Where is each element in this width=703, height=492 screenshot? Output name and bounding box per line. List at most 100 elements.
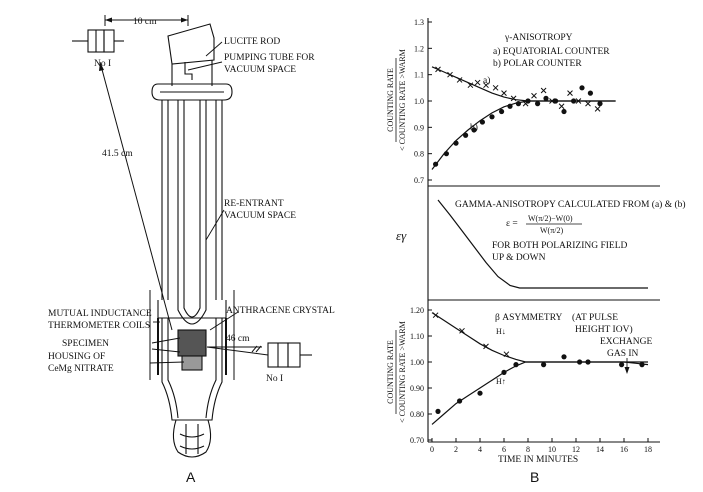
data-point-x <box>459 327 465 334</box>
bottom-ylabel-num: COUNTING RATE <box>386 340 395 404</box>
x-tick-label: 0 <box>430 445 434 454</box>
label-specimen: SPECIMEN <box>62 339 109 349</box>
label-46cm: 46 cm <box>226 334 250 344</box>
x-tick-label: 6 <box>502 445 506 454</box>
outer-dewar-wall <box>161 100 223 300</box>
label-housing-1: HOUSING OF <box>48 352 105 362</box>
apparatus-labels: 10 cm LUCITE ROD PUMPING TUBE FOR VACUUM… <box>48 17 335 485</box>
apparatus-diagram <box>72 15 312 458</box>
panel-letter-a: A <box>186 469 196 485</box>
bottom-pulse-2: HEIGHT IOV) <box>575 324 633 335</box>
y-tick-label: 0.70 <box>410 436 424 445</box>
x-tick-label: 10 <box>548 445 556 454</box>
counter-right <box>267 342 312 368</box>
data-point-x <box>585 100 591 107</box>
dewar-bulb <box>172 419 212 458</box>
middle-formula-lhs: ε = <box>506 219 518 229</box>
x-tick-label: 4 <box>478 445 482 454</box>
data-point-dot <box>463 132 469 138</box>
bottom-title: β ASYMMETRY <box>495 313 563 323</box>
pumping-tube <box>184 62 193 80</box>
x-tick-label: 16 <box>620 445 628 454</box>
y-tick-label: 0.8 <box>414 150 424 159</box>
middle-formula-num: W(π/2)−W(0) <box>528 214 573 223</box>
data-point-x <box>503 351 510 358</box>
bottom-panel-text: β ASYMMETRY (AT PULSE HEIGHT IOV) EXCHAN… <box>386 312 652 485</box>
label-mutual-2: THERMOMETER COILS <box>48 321 150 331</box>
data-point-x <box>432 312 439 319</box>
top-ylabel-den: < COUNTING RATE >WARM <box>398 49 407 151</box>
label-pumping-tube-2: VACUUM SPACE <box>224 65 296 75</box>
y-tick-label: 1.00 <box>410 358 424 367</box>
data-point-dot <box>489 114 495 120</box>
data-point-x <box>501 90 507 96</box>
y-tick-label: 1.20 <box>410 306 424 315</box>
top-legend-b: b) POLAR COUNTER <box>493 58 582 69</box>
dewar-cap <box>151 83 233 101</box>
specimen-block <box>177 329 207 357</box>
data-point-dot <box>443 151 449 157</box>
label-counter-right: No I <box>266 374 283 384</box>
top-legend-a: a) EQUATORIAL COUNTER <box>493 46 610 57</box>
middle-series <box>437 199 648 289</box>
series-curve <box>431 66 616 102</box>
top-ylabel-num: COUNTING RATE <box>386 68 395 132</box>
data-point-dot <box>561 108 567 115</box>
h-down-label: H↓ <box>496 327 506 336</box>
bottom-ylabel-den: < COUNTING RATE >WARM <box>398 321 407 423</box>
data-point-dot <box>587 90 594 96</box>
data-point-x <box>456 77 463 83</box>
label-housing-2: CeMg NITRATE <box>48 364 114 374</box>
label-pumping-tube-1: PUMPING TUBE FOR <box>224 53 315 63</box>
middle-ylabel: εγ <box>396 228 407 243</box>
data-point-x <box>594 106 601 112</box>
counter-left <box>72 29 124 53</box>
data-point-x <box>447 71 453 78</box>
label-10cm: 10 cm <box>133 17 157 27</box>
bottom-exchange-1: EXCHANGE <box>600 337 652 347</box>
middle-panel-text: GAMMA-ANISOTROPY CALCULATED FROM (a) & (… <box>396 199 686 263</box>
data-point-dot <box>477 390 483 396</box>
data-point-dot <box>435 408 441 414</box>
middle-note-1: FOR BOTH POLARIZING FIELD <box>492 241 628 251</box>
y-tick-label: 0.7 <box>414 176 424 185</box>
data-point-x <box>558 103 565 110</box>
x-axis-label: TIME IN MINUTES <box>498 455 578 465</box>
reentrant-vacuum-wall <box>177 100 207 325</box>
data-point-dot <box>639 362 645 368</box>
top-series <box>431 66 616 170</box>
data-point-x <box>483 82 489 89</box>
h-up-label: H↑ <box>496 377 506 386</box>
data-point-dot <box>597 101 603 107</box>
exchange-arrowhead <box>624 367 630 374</box>
data-point-x <box>474 79 481 86</box>
top-ylabel: COUNTING RATE < COUNTING RATE >WARM <box>386 49 407 151</box>
epsilon-curve <box>437 199 648 289</box>
label-mutual-1: MUTUAL INDUCTANCE <box>48 309 152 319</box>
x-tick-label: 2 <box>454 445 458 454</box>
bottom-pulse-1: (AT PULSE <box>572 312 618 323</box>
data-point-x <box>435 66 441 73</box>
data-point-x <box>540 87 547 94</box>
y-tick-label: 1.1 <box>414 71 424 80</box>
middle-title: GAMMA-ANISOTROPY CALCULATED FROM (a) & (… <box>455 199 686 210</box>
label-lucite-rod: LUCITE ROD <box>224 37 280 47</box>
x-tick-label: 8 <box>526 445 530 454</box>
data-point-dot <box>535 101 541 107</box>
x-tick-label: 12 <box>572 445 580 454</box>
label-anthracene: ANTHRACENE CRYSTAL <box>226 306 335 316</box>
data-point-dot <box>515 101 522 107</box>
data-point-dot <box>499 108 505 115</box>
y-tick-label: 1.3 <box>414 18 424 27</box>
y-tick-label: 1.0 <box>414 97 424 106</box>
x-tick-label: 18 <box>644 445 652 454</box>
y-tick-label: 1.2 <box>414 44 424 53</box>
label-reentrant-2: VACUUM SPACE <box>224 211 296 221</box>
data-point-x <box>467 82 474 89</box>
dimension-line-41cm <box>99 61 173 331</box>
label-reentrant-1: RE-ENTRANT <box>224 199 284 209</box>
top-y-axis: 1.31.21.11.00.90.80.7 <box>414 18 432 185</box>
data-point-dot <box>507 103 513 109</box>
